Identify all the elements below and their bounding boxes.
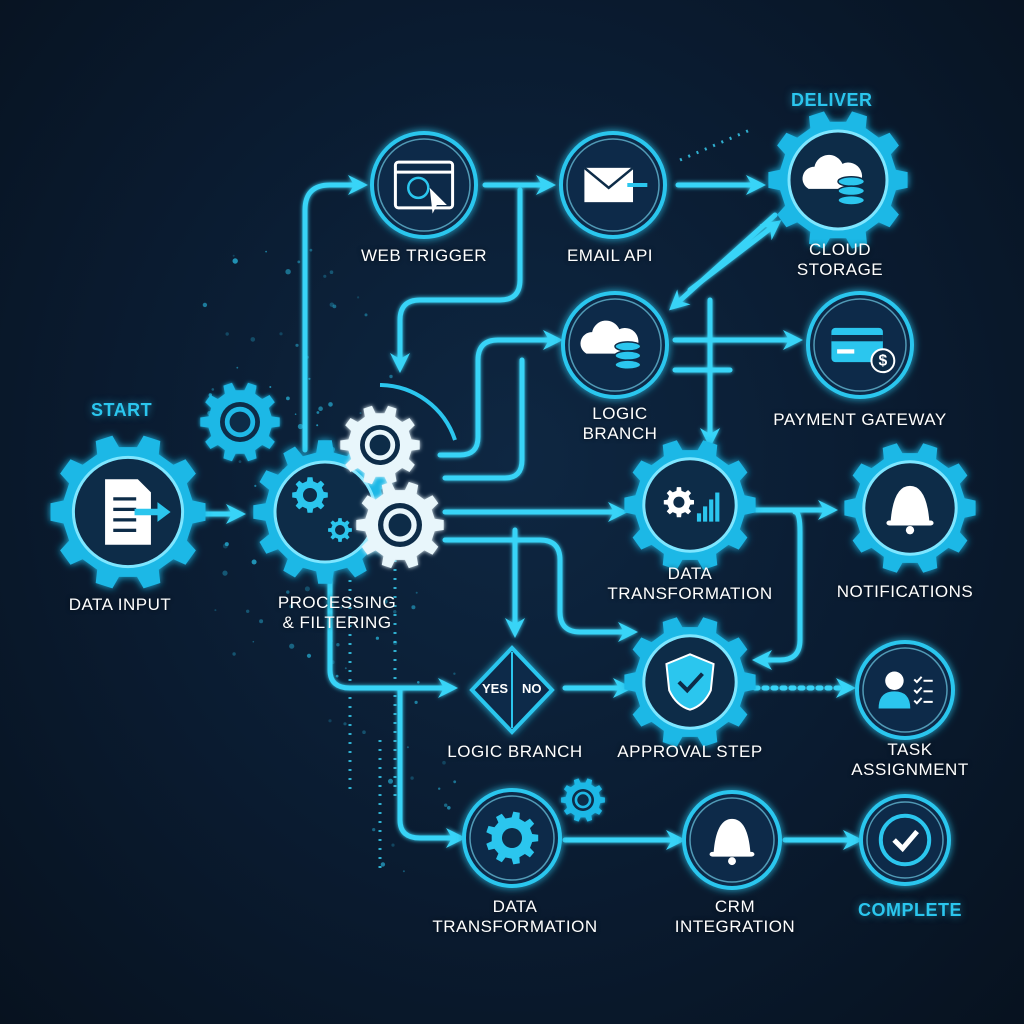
node-label-web-trigger: WEB TRIGGER [360,246,488,265]
browser-cursor-icon [393,160,455,214]
node-label-data-transformation-bottom-line1: DATA [492,897,538,916]
node-label-approval-step: APPROVAL STEP [617,742,763,761]
node-label-processing-line2: & FILTERING [282,613,392,632]
node-label-cloud-storage-line1: CLOUD [808,240,871,259]
task-assignment-node [855,640,955,740]
connectors [202,175,863,850]
node-label-data-transformation-bottom-line2: TRANSFORMATION [432,917,598,936]
dashed-accents [348,128,751,870]
shield-check-icon [665,653,715,711]
cloud-database-icon [580,320,642,371]
user-checklist-icon [878,671,933,709]
document-arrow-icon [105,479,171,545]
node-label-processing-line1: PROCESSING [277,593,397,612]
arrow-logic-to-cloud [687,220,782,293]
processing-gear-bottom [356,481,444,569]
decorative-gear-bottom [561,778,605,822]
payment-gateway-node: $ [806,291,914,399]
cloud-storage-node [768,111,908,249]
decision-no-label: NO [522,681,542,696]
decision-yes-label: YES [482,681,509,696]
node-label-crm-integration: CRM INTEGRATION [670,897,800,937]
node-label-logic-branch-top-line2: BRANCH [582,424,658,443]
complete-header: COMPLETE [858,900,963,920]
crm-integration-node [682,790,782,890]
decorative-gear-left [200,382,280,462]
node-label-crm-integration-line1: CRM [714,897,756,916]
node-label-task-assignment-line2: ASSIGNMENT [851,760,969,779]
check-circle-icon [878,813,932,867]
node-label-logic-branch-top: LOGIC BRANCH [570,404,670,444]
start-header: START [91,400,153,420]
node-label-data-transformation-mid: DATA TRANSFORMATION [605,564,775,604]
node-label-email-api: EMAIL API [566,246,654,265]
node-label-crm-integration-line2: INTEGRATION [674,917,796,936]
notifications-node [844,443,976,573]
nodes: $ [50,111,976,890]
node-label-cloud-storage-line2: STORAGE [796,260,884,279]
node-label-task-assignment: TASK ASSIGNMENT [845,740,975,780]
node-label-data-transformation-mid-line1: DATA [667,564,713,583]
node-label-logic-branch-top-line1: LOGIC [592,404,648,423]
cloud-database-icon [802,154,866,206]
arrow-processing-to-approval [442,537,638,642]
arrow-notifications-to-approval [752,509,803,670]
node-label-task-assignment-line1: TASK [887,740,933,759]
processing-filtering-node [253,383,457,584]
node-label-data-input: DATA INPUT [68,595,172,614]
data-transformation-bottom-node [462,788,562,888]
approval-step-node [624,617,756,747]
gears-icon [292,477,352,542]
complete-node [859,794,951,886]
credit-card-icon: $ [831,327,896,374]
data-input-node [50,435,206,589]
arrow-return-to-processing [390,187,523,373]
logic-branch-decision [469,645,555,735]
arrow-processing-to-web-trigger [302,175,368,453]
data-transformation-mid-node [624,440,756,570]
email-api-node [559,131,667,239]
gear-chart-icon [663,487,720,522]
arrow-processing-to-logic-top [437,330,563,458]
node-label-data-transformation-bottom: DATA TRANSFORMATION [430,897,600,937]
svg-text:$: $ [879,353,888,370]
web-trigger-node [370,131,478,239]
deliver-header: DELIVER [791,90,873,110]
envelope-icon [583,166,648,203]
node-label-logic-branch-bottom: LOGIC BRANCH [447,742,583,761]
node-label-processing: PROCESSING & FILTERING [262,593,412,633]
processing-gear-top [340,405,420,485]
bell-icon [886,485,934,535]
gear-icon [486,811,539,865]
node-label-data-transformation-mid-line2: TRANSFORMATION [607,584,773,603]
arrow-processing-to-logic-top-2 [442,357,525,481]
bell-icon [709,818,755,866]
node-label-cloud-storage: CLOUD STORAGE [790,240,890,280]
logic-branch-top-node [561,291,669,399]
arrow-to-data-transform-bottom [397,687,466,848]
node-label-notifications: NOTIFICATIONS [836,582,974,601]
node-label-payment-gateway: PAYMENT GATEWAY [773,410,947,429]
